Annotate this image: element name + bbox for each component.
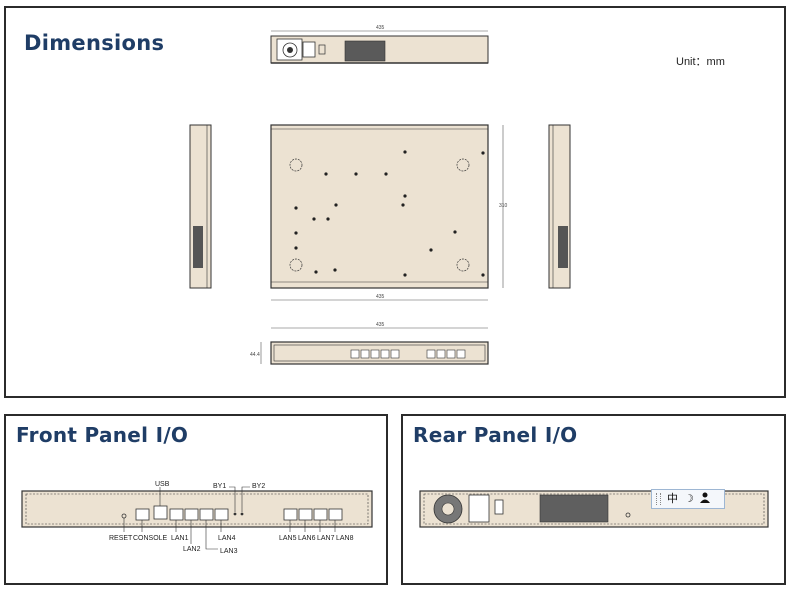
front-panel-title: Front Panel I/O — [16, 423, 189, 447]
front-height-label: 44.4 — [250, 352, 260, 358]
lan3-port-icon — [199, 508, 214, 521]
by1-label: BY1 — [213, 483, 226, 490]
by1-led-icon — [233, 512, 237, 516]
dimensions-title: Dimensions — [24, 31, 165, 55]
drag-grip-icon[interactable] — [656, 493, 661, 505]
usb-label: USB — [155, 481, 170, 488]
lan2-label: LAN2 — [183, 546, 201, 553]
power-inlet-icon — [468, 494, 490, 523]
lan1-port-icon — [169, 508, 184, 521]
lan8-port-icon — [328, 508, 343, 521]
front-view-drawing: 435 44.4 — [250, 322, 489, 365]
plan-depth-label: 310 — [499, 203, 508, 209]
left-side-view-drawing — [189, 124, 212, 289]
by2-label: BY2 — [252, 483, 265, 490]
reset-label: RESET — [109, 535, 133, 542]
lan6-port-icon — [298, 508, 313, 521]
lan8-label: LAN8 — [336, 535, 354, 542]
front-panel-drawing: USB BY1 BY2 RESET CONSOLE LAN1 LAN2 LAN3… — [21, 481, 373, 555]
lan3-label: LAN3 — [220, 548, 238, 555]
unit-label: Unit：mm — [676, 56, 725, 68]
console-label: CONSOLE — [133, 535, 168, 542]
vent-grille-icon — [539, 494, 609, 523]
power-switch-icon — [494, 499, 504, 515]
lan4-port-icon — [214, 508, 229, 521]
language-toggle[interactable]: 中 — [667, 492, 678, 505]
rear-view-top-drawing: 435 — [270, 25, 489, 64]
lan7-port-icon — [313, 508, 328, 521]
ime-toolbar[interactable]: 中 ☽ — [651, 489, 725, 509]
front-width-label: 435 — [376, 322, 385, 328]
lan5-label: LAN5 — [279, 535, 297, 542]
plan-view-drawing: 310 435 — [270, 124, 508, 301]
user-icon[interactable] — [699, 492, 710, 506]
usb-port-icon — [153, 505, 168, 520]
lan2-port-icon — [184, 508, 199, 521]
rear-top-dimension-label: 435 — [376, 25, 385, 31]
lan4-label: LAN4 — [218, 535, 236, 542]
moon-icon[interactable]: ☽ — [684, 492, 694, 505]
right-side-view-drawing — [548, 124, 571, 289]
lan1-label: LAN1 — [171, 535, 189, 542]
rear-panel-title: Rear Panel I/O — [413, 423, 578, 447]
lan6-label: LAN6 — [298, 535, 316, 542]
lan5-port-icon — [283, 508, 298, 521]
ground-screw-icon — [625, 512, 631, 518]
console-port-icon — [135, 508, 150, 521]
lan7-label: LAN7 — [317, 535, 335, 542]
by2-led-icon — [240, 512, 244, 516]
plan-width-label: 435 — [376, 294, 385, 300]
